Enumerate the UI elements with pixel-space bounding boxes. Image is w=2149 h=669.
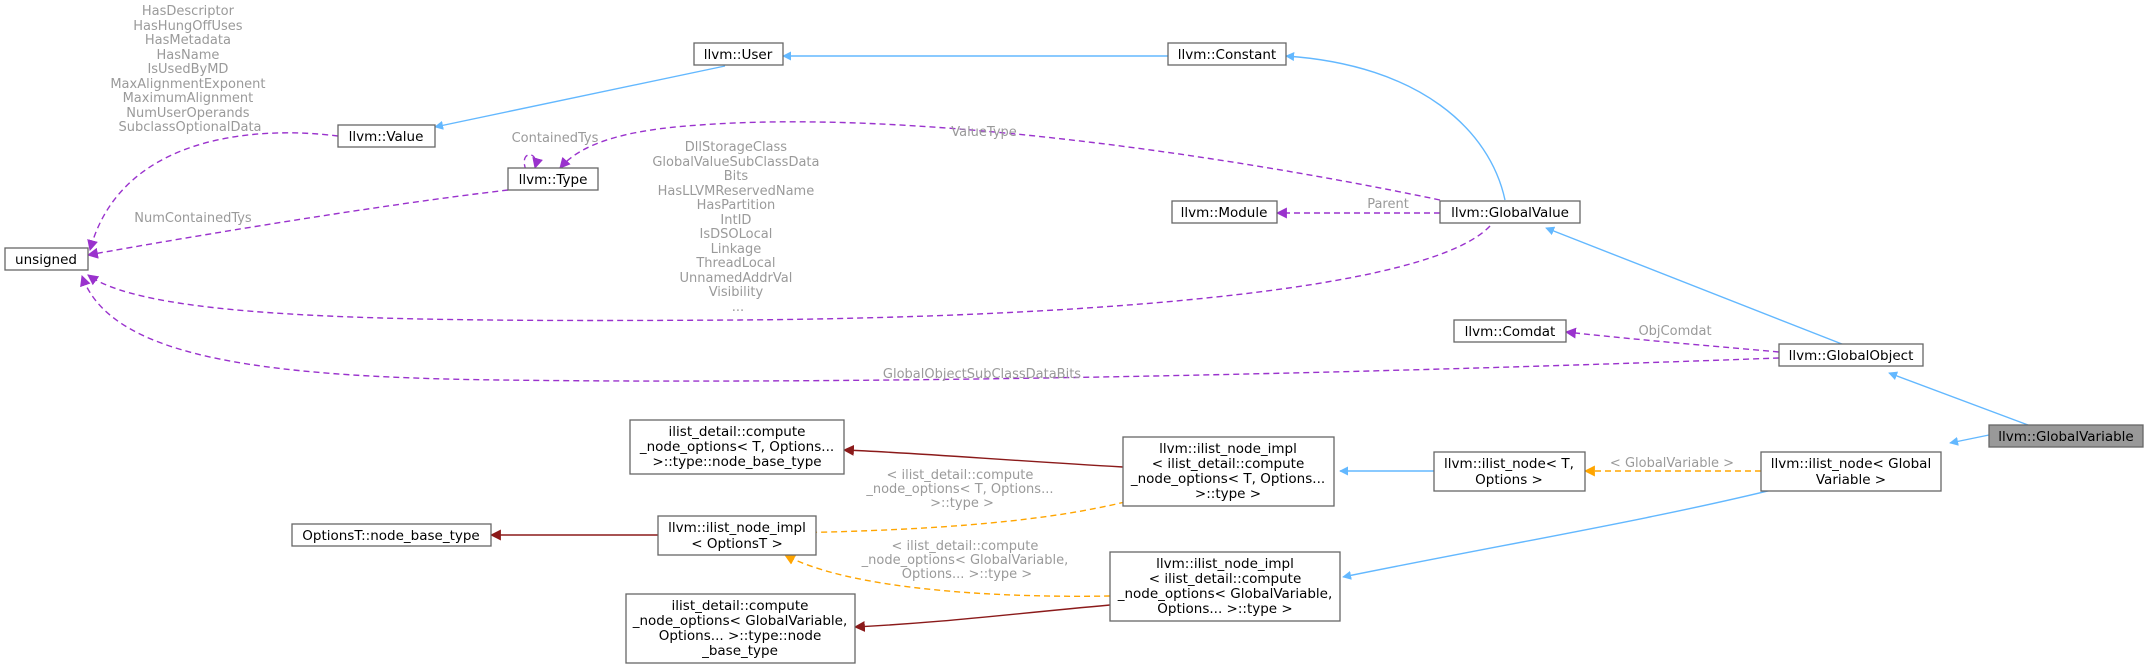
svg-text:llvm::Type: llvm::Type [519,172,588,188]
node-unsigned[interactable]: unsigned [4,247,89,271]
svg-text:llvm::ilist_node_impl: llvm::ilist_node_impl [1156,556,1294,572]
svg-text:_node_options< GlobalVariable,: _node_options< GlobalVariable, [632,613,848,629]
svg-text:_base_type: _base_type [701,643,778,659]
node-constant[interactable]: llvm::Constant [1167,42,1287,66]
svg-text:llvm::Value: llvm::Value [349,129,424,145]
label-global-value-members: DllStorageClass GlobalValueSubClassData … [652,140,823,315]
node-compute-global-variable-base-type[interactable]: ilist_detail::compute _node_options< Glo… [625,593,856,664]
svg-text:_node_options< T, Options...: _node_options< T, Options... [1130,471,1325,487]
svg-text:llvm::ilist_node< Global: llvm::ilist_node< Global [1771,456,1931,472]
edge-unsigned-to-value [87,132,339,252]
edge-ilist-node-gv-to-global-variable [1949,434,1990,446]
edge-ilist-impl-opt-to-ilist-impl-t [784,501,1126,539]
svg-text:Options >: Options > [1475,472,1543,488]
label-num-contained-tys: NumContainedTys [134,211,252,226]
node-module[interactable]: llvm::Module [1171,200,1278,224]
edge-labels: HasDescriptor HasHungOffUses HasMetadata… [110,4,1734,582]
node-ilist-node-t-options[interactable]: llvm::ilist_node< T, Options > [1433,451,1586,492]
svg-text:>::type >: >::type > [1195,486,1261,502]
node-user[interactable]: llvm::User [693,42,784,66]
node-type[interactable]: llvm::Type [507,167,599,191]
svg-text:unsigned: unsigned [15,252,77,268]
label-global-object-bits: GlobalObjectSubClassDataBits [883,367,1081,382]
label-templ-gv2: < ilist_detail::compute _node_options< G… [861,539,1073,582]
label-value-members: HasDescriptor HasHungOffUses HasMetadata… [110,4,269,135]
node-ilist-node-impl-global-variable[interactable]: llvm::ilist_node_impl < ilist_detail::co… [1109,551,1341,622]
edge-unsigned-to-type [86,189,509,259]
svg-text:_node_options< T, Options...: _node_options< T, Options... [639,439,834,455]
edge-unsigned-to-global-value [87,225,1491,322]
label-parent: Parent [1367,197,1409,212]
svg-text:llvm::User: llvm::User [704,47,773,63]
node-global-value[interactable]: llvm::GlobalValue [1439,200,1581,224]
svg-text:llvm::ilist_node_impl: llvm::ilist_node_impl [1159,441,1297,457]
edge-type-contained-tys [523,154,543,171]
edge-global-object-to-global-variable [1888,371,2029,426]
nodes: llvm::GlobalVariable llvm::ilist_node< G… [4,42,2144,664]
node-ilist-node-impl-optionst[interactable]: llvm::ilist_node_impl < OptionsT > [657,515,817,556]
edge-type-to-global-value [559,121,1441,201]
svg-text:_node_options< GlobalVariable,: _node_options< GlobalVariable, [1117,586,1333,602]
label-obj-comdat: ObjComdat [1638,324,1711,339]
edge-compute-t-base-to-ilist-impl-t [842,444,1124,468]
svg-text:llvm::Module: llvm::Module [1181,205,1268,221]
svg-text:llvm::ilist_node_impl: llvm::ilist_node_impl [668,520,806,536]
label-templ-gv: < GlobalVariable > [1610,456,1734,471]
node-compute-t-options-base-type[interactable]: ilist_detail::compute _node_options< T, … [629,419,845,475]
node-global-object[interactable]: llvm::GlobalObject [1778,343,1924,367]
svg-text:ilist_detail::compute: ilist_detail::compute [669,424,806,440]
node-global-variable[interactable]: llvm::GlobalVariable [1988,424,2144,448]
edge-value-to-user [434,65,726,130]
edge-constant-to-global-value [1285,52,1506,201]
node-ilist-node-global-variable[interactable]: llvm::ilist_node< Global Variable > [1760,451,1942,492]
svg-text:llvm::GlobalObject: llvm::GlobalObject [1789,348,1914,364]
edge-ilist-impl-gv-to-ilist-node-gv [1342,487,1781,580]
svg-text:llvm::GlobalVariable: llvm::GlobalVariable [1998,429,2133,445]
svg-text:>::type::node_base_type: >::type::node_base_type [652,454,821,470]
svg-text:Variable >: Variable > [1816,472,1886,488]
node-comdat[interactable]: llvm::Comdat [1453,319,1567,343]
svg-text:llvm::Constant: llvm::Constant [1178,47,1276,63]
svg-text:OptionsT::node_base_type: OptionsT::node_base_type [302,528,479,544]
svg-text:llvm::Comdat: llvm::Comdat [1465,324,1556,340]
svg-text:< ilist_detail::compute: < ilist_detail::compute [1149,571,1302,587]
node-ilist-node-impl-t-options[interactable]: llvm::ilist_node_impl < ilist_detail::co… [1122,436,1335,507]
svg-text:llvm::ilist_node< T,: llvm::ilist_node< T, [1444,456,1574,472]
node-optionst-node-base-type[interactable]: OptionsT::node_base_type [291,523,492,547]
svg-text:< ilist_detail::compute: < ilist_detail::compute [1152,456,1305,472]
svg-text:llvm::GlobalValue: llvm::GlobalValue [1451,205,1569,221]
svg-text:ilist_detail::compute: ilist_detail::compute [672,598,809,614]
label-contained-tys: ContainedTys [512,131,599,146]
edge-ilist-impl-opt-to-ilist-impl-gv [784,554,1111,597]
node-value[interactable]: llvm::Value [337,124,436,148]
svg-text:Options... >::type >: Options... >::type > [1157,601,1292,617]
edge-compute-gv-base-to-ilist-impl-gv [853,604,1111,632]
svg-text:Options... >::type::node: Options... >::type::node [659,628,822,644]
edge-global-value-to-global-object [1545,226,1848,347]
edge-unsigned-to-global-object [80,274,1780,382]
edges [80,51,2029,632]
label-value-type: ValueType [951,125,1017,140]
svg-text:< OptionsT >: < OptionsT > [691,536,783,552]
label-templ-t: < ilist_detail::compute _node_options< T… [865,468,1057,511]
